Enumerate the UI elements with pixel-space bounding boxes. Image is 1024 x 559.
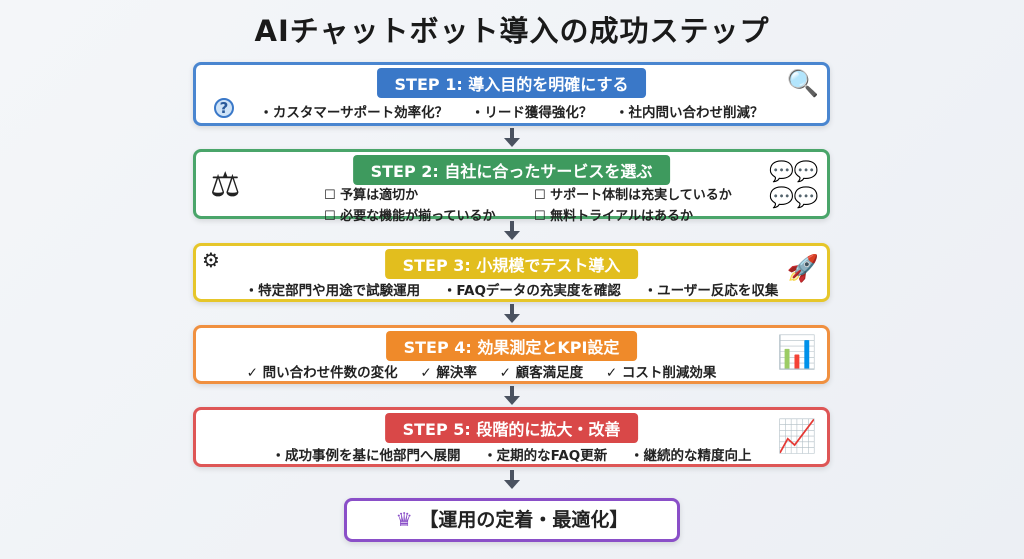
question-icon: ? [214,98,234,118]
step-2-item: ☐ 予算は適切か [324,188,419,203]
step-4-item: ✓ 顧客満足度 [499,365,584,381]
step-3-item: ・FAQデータの充実度を確認 [442,283,621,299]
dashboard-target-icon: 📊 [777,333,817,371]
step-1-item: ・リード獲得強化？ [470,105,593,121]
step-4-item: ✓ コスト削減効果 [605,365,717,381]
magnifier-thought-icon: 🔍 [786,69,819,99]
step-4-label: STEP 4: 効果測定とKPI設定 [385,331,638,361]
step-2: STEP 2: 自社に合ったサービスを選ぶ ⚖ ☐ 予算は適切か ☐ サポート体… [193,149,830,224]
balance-scale-icon: ⚖ [210,165,241,205]
step-3: STEP 3: 小規模でテスト導入 ⚙ ・特定部門や用途で試験運用 ・FAQデー… [193,243,830,302]
step-2-label: STEP 2: 自社に合ったサービスを選ぶ [352,155,671,185]
final-goal: ♛ 【運用の定着・最適化】 [344,498,680,542]
step-5-item: ・定期的なFAQ更新 [483,448,608,464]
growth-arrow-icon: 📈 [777,417,817,455]
step-2-item: ☐ サポート体制は充実しているか [534,188,732,203]
rocket-icon: 🚀 [786,254,819,284]
crown-icon: ♛ [395,509,413,531]
arrow-icon [504,470,520,496]
arrow-icon [504,304,520,324]
step-5-label: STEP 5: 段階的に拡大・改善 [384,413,639,443]
step-3-label: STEP 3: 小規模でテスト導入 [384,249,639,279]
step-3-item: ・ユーザー反応を収集 [643,283,779,299]
step-4: STEP 4: 効果測定とKPI設定 ✓ 問い合わせ件数の変化 ✓ 解決率 ✓ … [193,325,830,384]
step-1: STEP 1: 導入目的を明確にする ? ・カスタマーサポート効率化？ ・リード… [193,62,830,126]
step-5-item: ・継続的な精度向上 [630,448,752,464]
step-5: STEP 5: 段階的に拡大・改善 ・成功事例を基に他部門へ展開 ・定期的なFA… [193,407,830,467]
step-1-label: STEP 1: 導入目的を明確にする [376,68,647,98]
final-label: 【運用の定着・最適化】 [419,509,629,531]
step-2-item: ☐ 必要な機能が揃っているか [324,209,496,224]
step-1-item: ・カスタマーサポート効率化？ [259,105,449,121]
arrow-icon [504,221,520,241]
arrow-icon [504,128,520,148]
page-title: AIチャットボット導入の成功ステップ [254,14,770,48]
step-5-item: ・成功事例を基に他部門へ展開 [271,448,461,464]
step-4-item: ✓ 解決率 [420,365,477,381]
gears-icon: ⚙ [202,248,220,272]
step-1-item: ・社内問い合わせ削減？ [615,105,764,121]
chat-apps-icon: 💬💬💬💬 [769,159,819,209]
arrow-icon [504,386,520,406]
step-3-item: ・特定部門や用途で試験運用 [244,283,421,299]
step-2-item: ☐ 無料トライアルはあるか [534,209,694,224]
step-4-item: ✓ 問い合わせ件数の変化 [246,365,398,381]
